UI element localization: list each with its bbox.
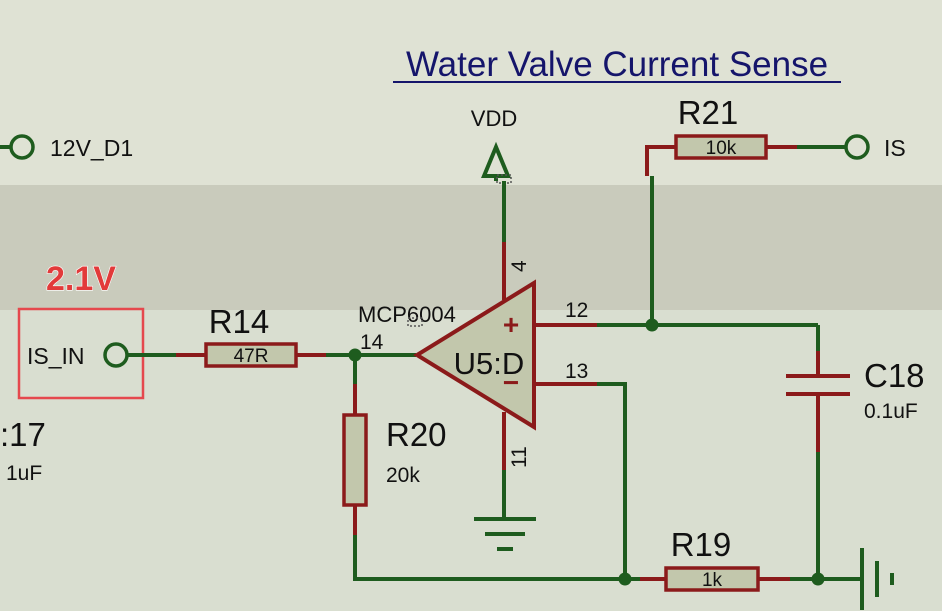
r19-ref: R19 (671, 526, 732, 563)
r20-body[interactable] (342, 413, 368, 507)
pin-12-label: 12 (565, 299, 588, 322)
c18-value: 0.1uF (864, 400, 918, 423)
r21-left-lead (645, 145, 676, 176)
c18-ref: C18 (864, 357, 925, 394)
terminal-label-is-in: IS_IN (27, 343, 85, 369)
op-amp-body[interactable] (413, 279, 536, 431)
minus-net-wire (597, 382, 627, 579)
junction-dot (618, 572, 632, 586)
ground-right-icon[interactable] (860, 548, 894, 610)
terminal-circle-icon (9, 134, 35, 160)
pin-11-label: 11 (508, 446, 531, 468)
pin-14-label: 14 (360, 331, 384, 354)
r21-ref: R21 (678, 94, 739, 131)
op-amp-plus-sign: + (503, 309, 519, 340)
sheet-background-top (0, 0, 942, 185)
junction-dot (645, 318, 659, 332)
vdd-label: VDD (471, 106, 517, 131)
r20-value: 20k (386, 464, 420, 487)
r20-ref: R20 (386, 416, 447, 453)
terminal-12v-d1[interactable] (0, 134, 35, 160)
selection-band (0, 185, 942, 310)
terminal-is-circle-icon[interactable] (844, 134, 870, 160)
c17-ref: :17 (0, 416, 46, 453)
r21-body[interactable] (674, 134, 768, 160)
bottom-wire (353, 535, 625, 581)
r14-ref: R14 (209, 303, 270, 340)
ground-icon[interactable] (474, 517, 536, 551)
junction-dot (811, 572, 825, 586)
c17-value: 1uF (6, 462, 42, 485)
r21-value: 10k (706, 138, 737, 159)
pin-4-label: 4 (508, 260, 531, 272)
pin-marker (407, 317, 423, 327)
r19-value: 1k (702, 570, 723, 591)
terminal-label-is: IS (884, 135, 906, 161)
op-amp-minus-sign: − (503, 367, 519, 398)
pin-13-label: 13 (565, 360, 588, 383)
voltage-annotation: 2.1V (46, 260, 116, 298)
schematic-title: Water Valve Current Sense (406, 45, 828, 84)
terminal-label-12v-d1: 12V_D1 (50, 135, 133, 161)
r14-value: 47R (234, 346, 269, 367)
op-amp-designator: U5:D (454, 346, 525, 381)
op-amp-part-label: MCP6004 (358, 302, 456, 327)
